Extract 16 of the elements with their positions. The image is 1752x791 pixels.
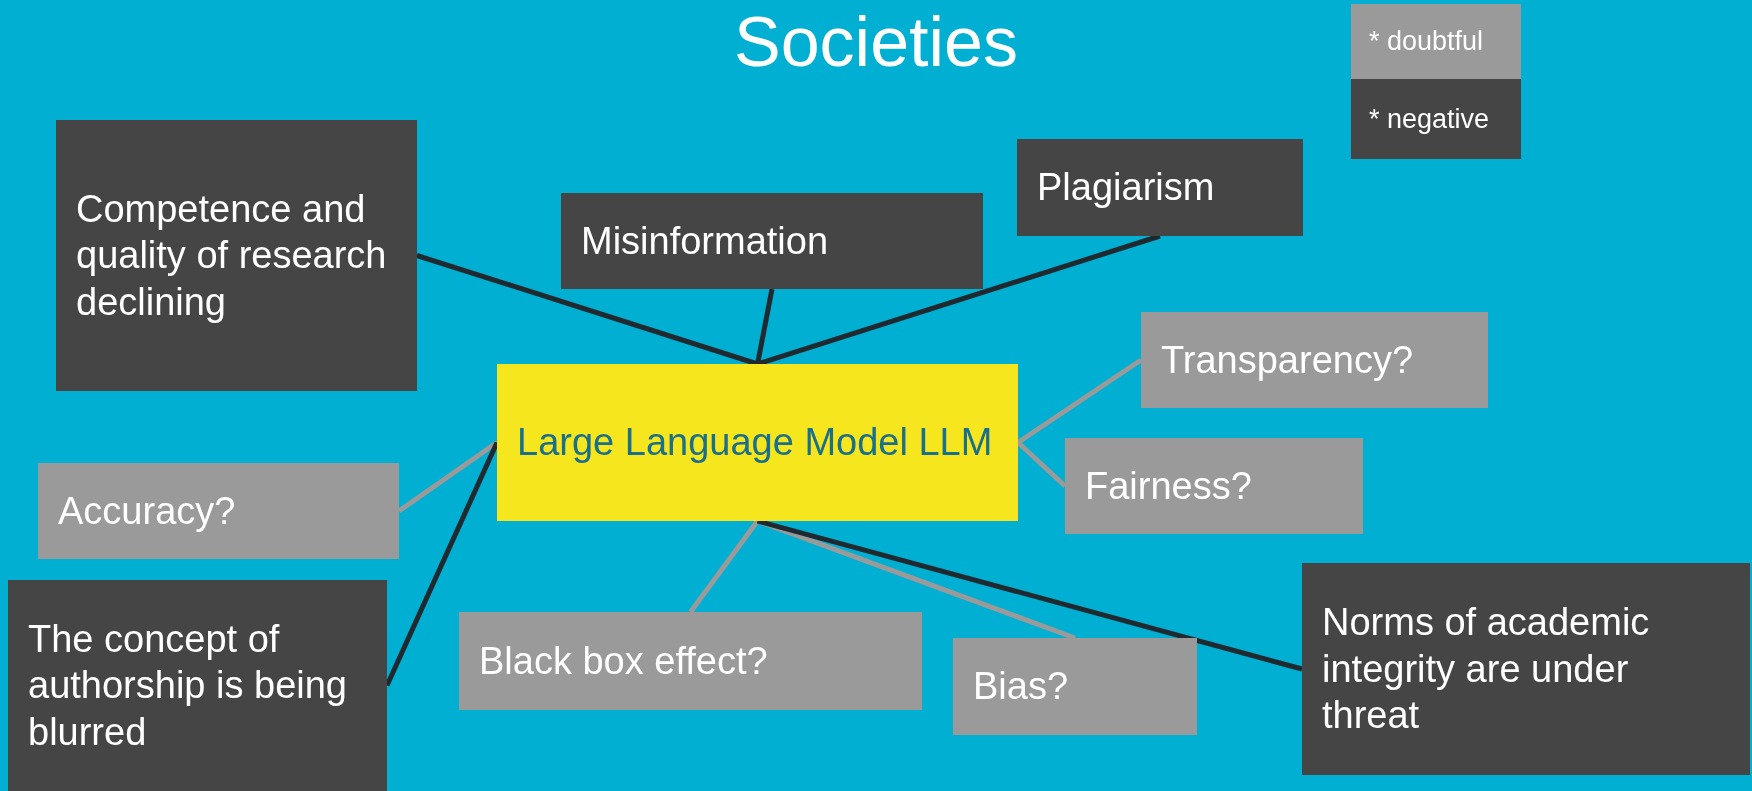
topic-box: Black box effect?: [459, 612, 922, 710]
connector-line: [688, 519, 760, 614]
title: Societies: [733, 2, 1018, 83]
topic-box: Plagiarism: [1017, 139, 1303, 236]
topic-box: Bias?: [953, 638, 1197, 735]
legend-label: * doubtful: [1369, 26, 1484, 57]
topic-box: Misinformation: [561, 193, 983, 289]
connector-line: [755, 288, 775, 365]
topic-box: Accuracy?: [38, 463, 399, 559]
topic-box: Fairness?: [1065, 438, 1363, 534]
topic-box: Norms of academic integrity are under threat: [1302, 563, 1750, 775]
topic-box: Transparency?: [1141, 312, 1488, 408]
legend-label: * negative: [1369, 103, 1490, 135]
topic-box: The concept of authorship is being blurred: [8, 580, 387, 791]
central-topic-box: Large Language Model LLM: [497, 364, 1018, 521]
topic-box: Competence and quality of research declining: [56, 120, 417, 391]
